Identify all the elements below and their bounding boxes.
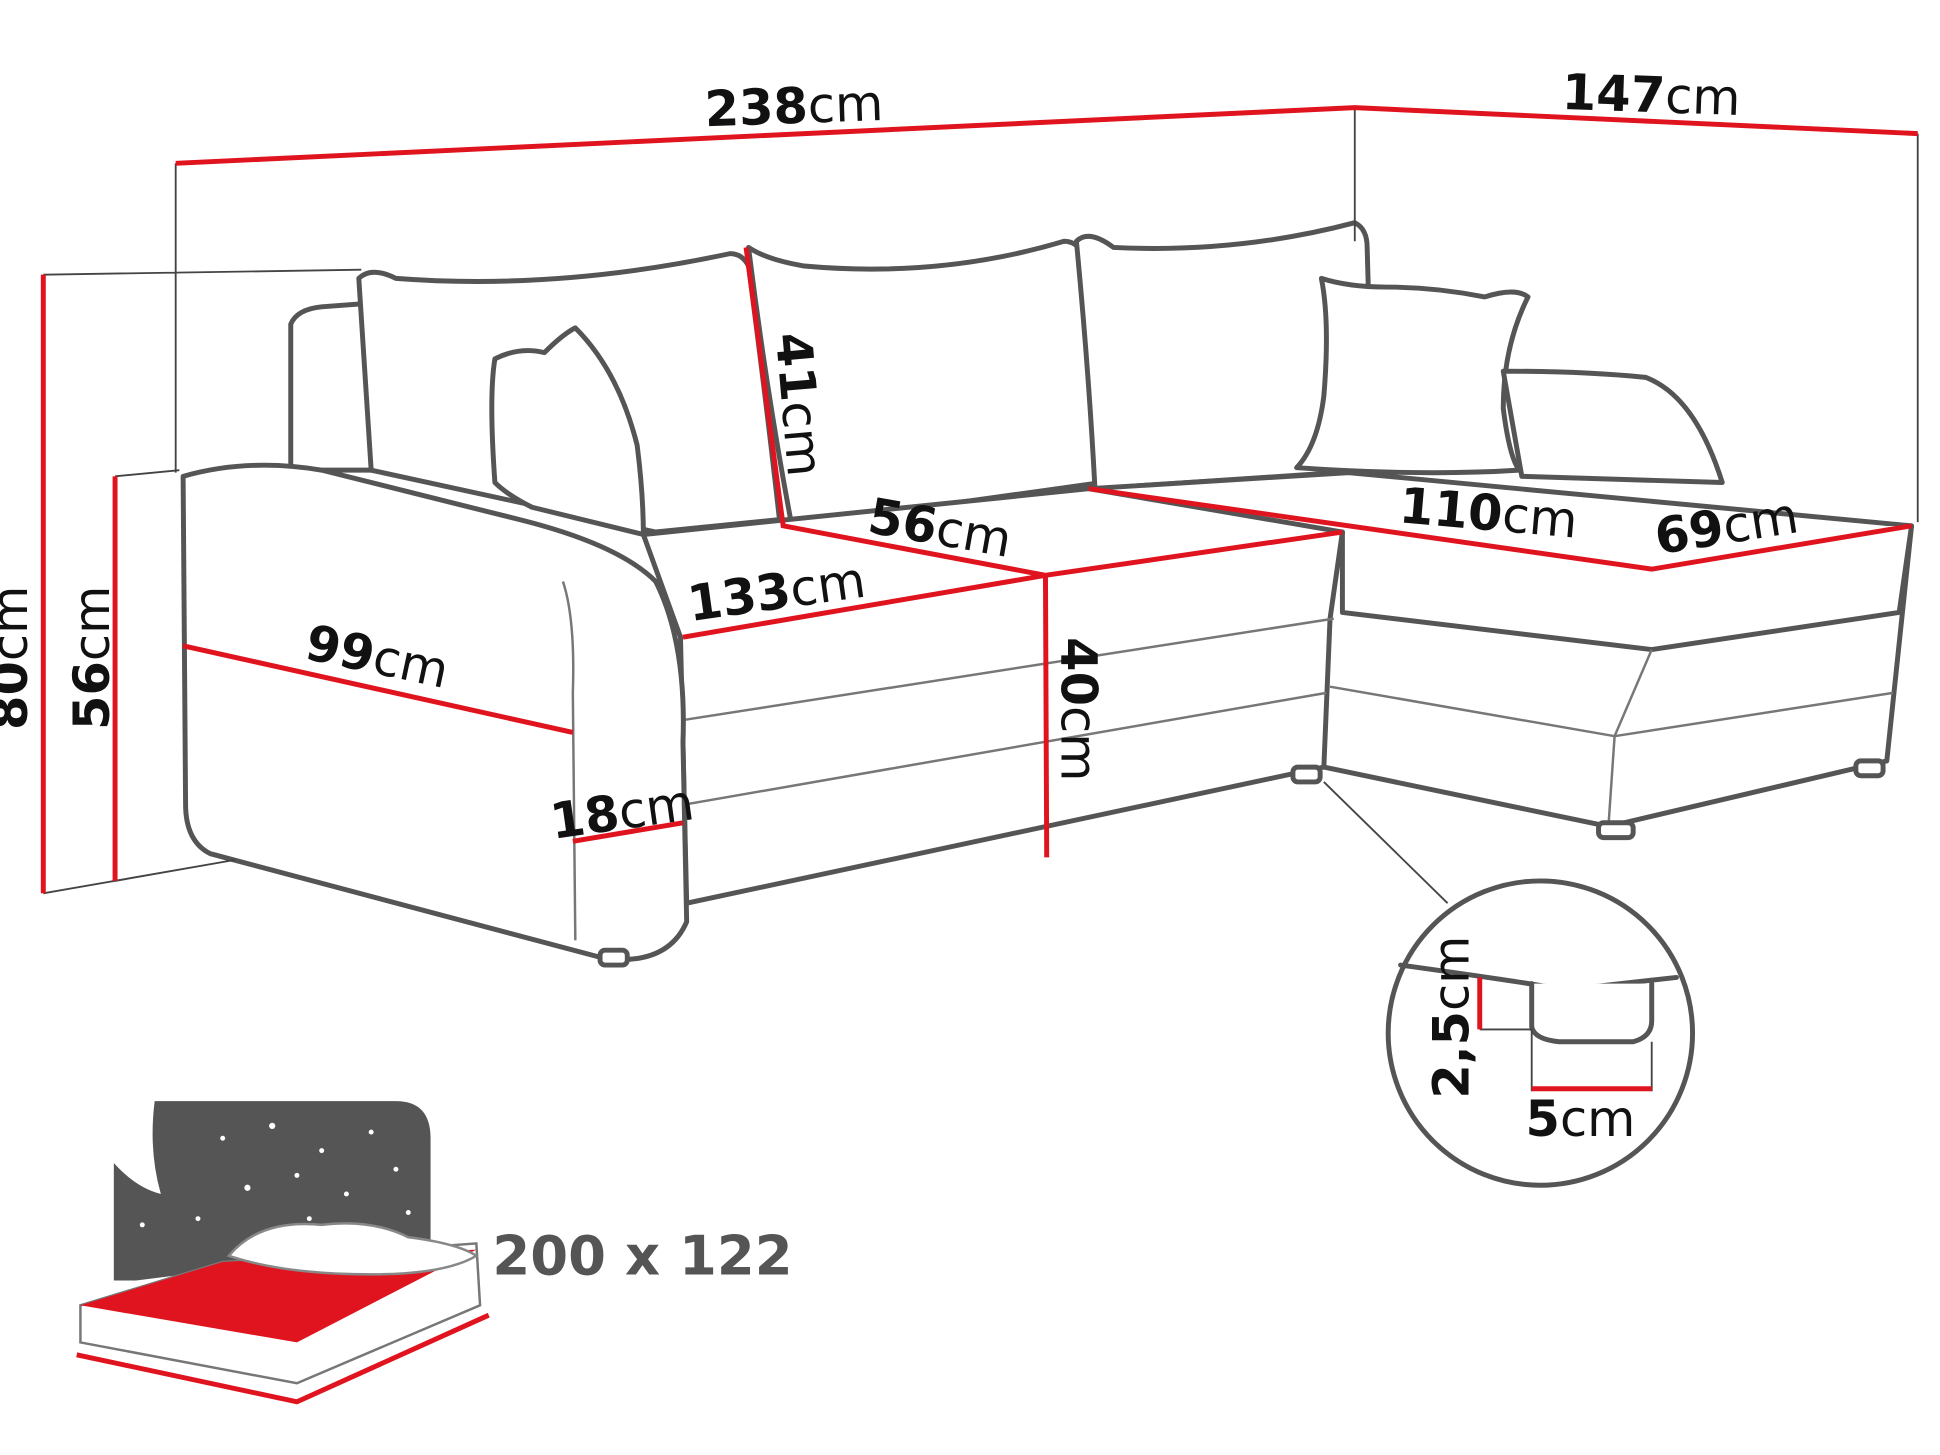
dim-chaise-depth: 147cm (1561, 63, 1742, 127)
dim-backrest-height: 41cm (764, 330, 834, 479)
bed-night-icon (76, 1101, 490, 1405)
dim-armrest-width: 18cm (547, 773, 698, 851)
leg-detail (1385, 878, 1696, 1188)
dim-seat-height: 40cm (1050, 637, 1108, 781)
extension-lines (43, 107, 1919, 904)
dim-leg-width: 5cm (1526, 1090, 1636, 1148)
dim-leg-height: 2,5cm (1423, 936, 1481, 1099)
dim-armrest-height: 56cm (63, 586, 121, 730)
dim-total-height: 80cm (0, 586, 39, 730)
dimension-lines (40, 105, 1918, 894)
dim-seat-width: 133cm (684, 551, 869, 633)
dim-chaise-width: 69cm (1651, 486, 1803, 566)
sleeping-area-label: 200 x 122 (492, 1223, 792, 1287)
dim-seat-depth: 56cm (864, 487, 1016, 569)
sofa-drawing (180, 220, 1915, 968)
dim-total-width: 238cm (704, 74, 885, 138)
dim-chaise-length: 110cm (1397, 476, 1580, 549)
